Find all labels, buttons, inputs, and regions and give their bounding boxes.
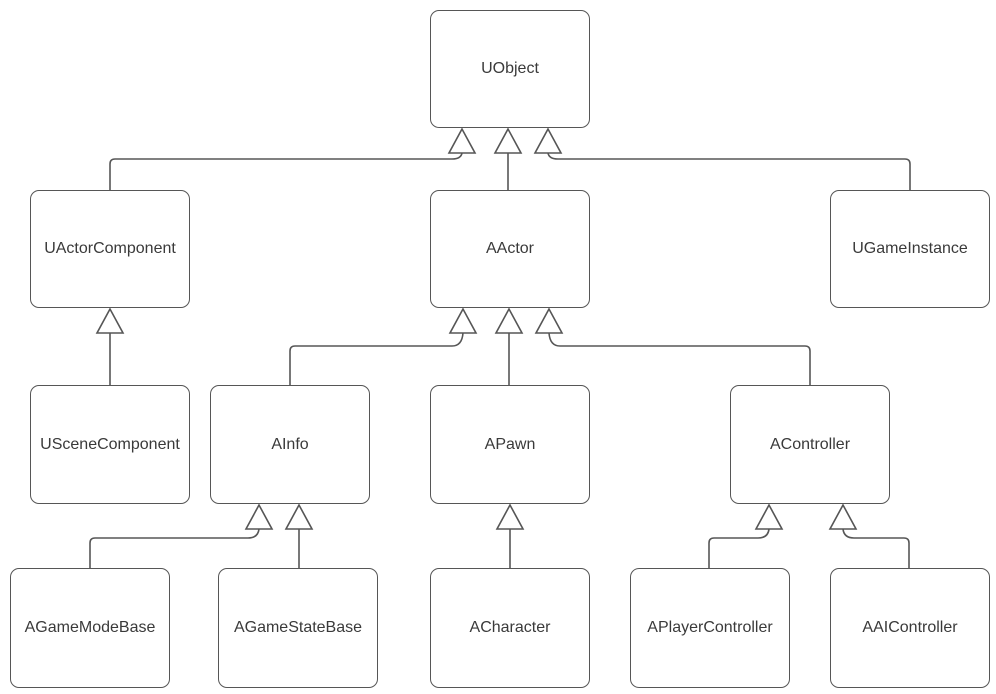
uml-generalization-arrowhead	[448, 307, 478, 334]
node-ugameinstance: UGameInstance	[830, 190, 990, 308]
uml-generalization-arrowhead	[494, 307, 524, 334]
edge-aplayercontroller-to-acontroller	[708, 528, 770, 568]
node-label: APlayerController	[647, 619, 773, 636]
edge-acontroller-to-aactor	[548, 332, 811, 385]
node-aaicontroller: AAIController	[830, 568, 990, 688]
edge-ainfo-to-aactor	[289, 332, 464, 385]
node-label: UGameInstance	[852, 240, 968, 257]
uml-generalization-arrowhead	[244, 503, 274, 530]
uml-generalization-arrowhead	[754, 503, 784, 530]
node-label: AActor	[485, 240, 534, 257]
node-label: UActorComponent	[44, 240, 176, 257]
uml-generalization-arrowhead	[284, 503, 314, 530]
edge-uactorcomponent-to-uobject	[109, 152, 463, 190]
edge-ugameinstance-to-uobject	[547, 152, 911, 190]
node-label: AInfo	[271, 435, 309, 453]
node-apawn: APawn	[430, 385, 590, 504]
edge-aaicontroller-to-acontroller	[842, 528, 910, 568]
node-agamemodebase: AGameModeBase	[10, 568, 170, 688]
node-label: APawn	[484, 435, 536, 453]
node-aplayercontroller: APlayerController	[630, 568, 790, 688]
uml-generalization-arrowhead	[828, 503, 858, 530]
node-aactor: AActor	[430, 190, 590, 308]
node-label: AGameModeBase	[24, 619, 156, 636]
node-acharacter: ACharacter	[430, 568, 590, 688]
uml-generalization-arrowhead	[495, 503, 525, 530]
node-label: AAIController	[862, 619, 958, 636]
uml-generalization-arrowhead	[533, 127, 563, 154]
uml-generalization-arrowhead	[447, 127, 477, 154]
uml-generalization-arrowhead	[95, 307, 125, 334]
edge-agamemodebase-to-ainfo	[89, 528, 260, 568]
node-label: USceneComponent	[40, 435, 180, 453]
node-uobject: UObject	[430, 10, 590, 128]
node-uscenecomponent: USceneComponent	[30, 385, 190, 504]
node-acontroller: AController	[730, 385, 890, 504]
node-label: UObject	[481, 60, 539, 77]
uml-generalization-arrowhead	[493, 127, 523, 154]
node-ainfo: AInfo	[210, 385, 370, 504]
node-label: AController	[769, 435, 851, 453]
uml-generalization-arrowhead	[534, 307, 564, 334]
node-label: ACharacter	[469, 619, 551, 636]
node-label: AGameStateBase	[233, 619, 363, 636]
node-agamestatebase: AGameStateBase	[218, 568, 378, 688]
node-uactorcomponent: UActorComponent	[30, 190, 190, 308]
